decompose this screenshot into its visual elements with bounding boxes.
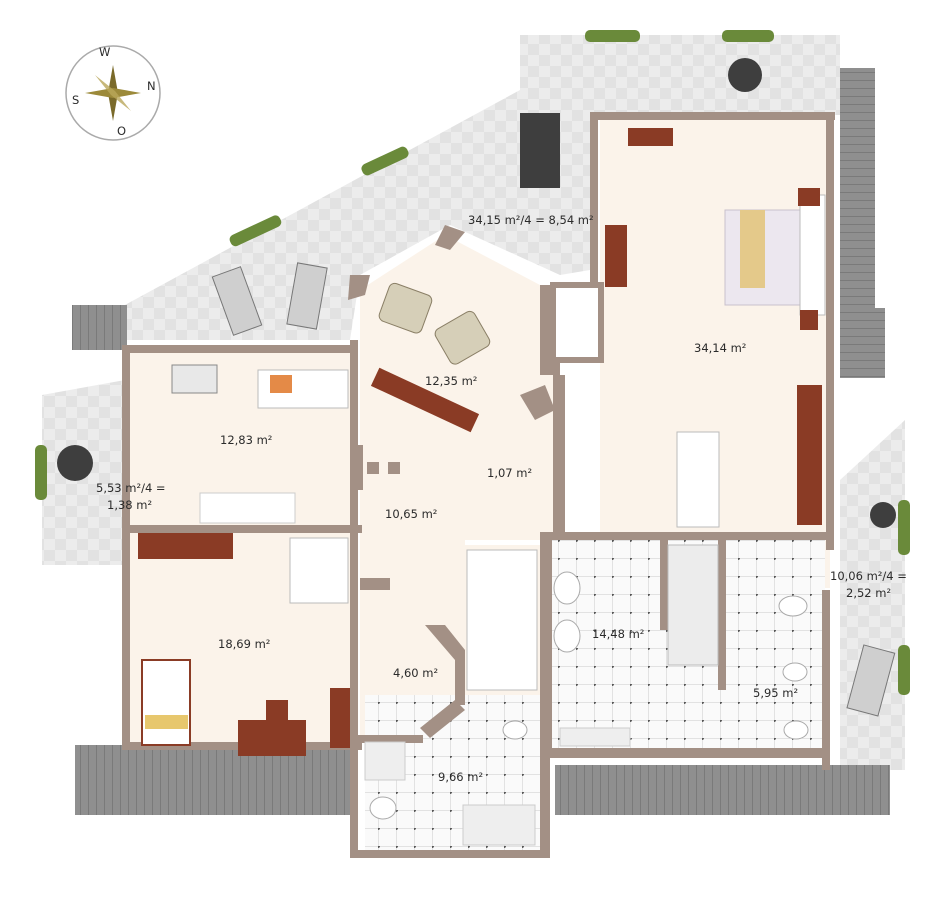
toilet-2 xyxy=(783,720,809,740)
label-room-left: 18,69 m² xyxy=(218,637,270,651)
label-terrace-top: 34,15 m²/4 = 8,54 m² xyxy=(468,213,594,227)
label-balcony-left-line1: 5,53 m²/4 = xyxy=(96,481,166,495)
desk-left xyxy=(238,720,306,756)
bathtub-small xyxy=(462,804,536,846)
desk-bedroom xyxy=(628,128,673,146)
plant-strip-6 xyxy=(898,500,910,555)
dresser xyxy=(138,533,233,559)
toilet-1 xyxy=(782,662,808,682)
plant-strip-7 xyxy=(898,645,910,695)
stairs-upper xyxy=(676,431,720,528)
sideboard xyxy=(370,367,480,433)
compass-west-label: W xyxy=(99,45,110,59)
label-bedroom: 34,14 m² xyxy=(694,341,746,355)
shelf-bedroom xyxy=(605,225,627,287)
label-living: 12,35 m² xyxy=(425,374,477,388)
round-table-top xyxy=(728,58,762,92)
roof-left-edge xyxy=(72,305,127,350)
sink-2 xyxy=(553,619,581,653)
toilet-small xyxy=(502,720,528,740)
label-balcony-right-line2: 2,52 m² xyxy=(846,586,891,600)
compass-south-label: S xyxy=(72,93,79,107)
sunlounger-3 xyxy=(846,644,896,717)
shower-small xyxy=(364,741,406,781)
label-balcony-left-line2: 1,38 m² xyxy=(107,498,152,512)
label-corridor: 4,60 m² xyxy=(393,666,438,680)
plant-strip-2 xyxy=(722,30,774,42)
area-labels: 34,15 m²/4 = 8,54 m² 34,14 m² 12,35 m² 1… xyxy=(96,213,907,784)
roof-right-mid xyxy=(840,308,885,378)
roof-areas xyxy=(72,68,890,815)
shower xyxy=(667,544,719,666)
armchair-2 xyxy=(434,310,491,365)
office-chair xyxy=(270,375,292,393)
roof-right-top xyxy=(840,68,875,308)
terrace-table xyxy=(520,113,560,188)
roof-bottom-left xyxy=(75,745,350,815)
bathtub-main xyxy=(559,727,631,747)
plants xyxy=(35,30,910,695)
bed-blanket xyxy=(740,210,765,288)
office-desk xyxy=(171,364,218,394)
sunlounger-2 xyxy=(286,262,328,330)
stairs-main xyxy=(466,549,538,691)
sunlounger-1 xyxy=(211,266,263,336)
plant-strip-5 xyxy=(35,445,47,500)
sink-1 xyxy=(553,571,581,605)
sink-small xyxy=(369,796,397,820)
stairs-left xyxy=(289,537,349,604)
label-bath-main: 14,48 m² xyxy=(592,627,644,641)
label-wc: 5,95 m² xyxy=(753,686,798,700)
label-office: 12,83 m² xyxy=(220,433,272,447)
compass: W N S O xyxy=(65,45,161,141)
plant-strip-3 xyxy=(361,146,409,176)
roof-bottom-right xyxy=(555,765,890,815)
plant-strip-1 xyxy=(585,30,640,42)
round-table-right xyxy=(870,502,896,528)
label-hall: 10,65 m² xyxy=(385,507,437,521)
label-small-room: 1,07 m² xyxy=(487,466,532,480)
compass-north-label: N xyxy=(147,79,156,93)
armchair-1 xyxy=(378,282,433,334)
wardrobe xyxy=(797,385,822,525)
label-bath-small: 9,66 m² xyxy=(438,770,483,784)
compass-east-label: O xyxy=(117,124,126,138)
sink-3 xyxy=(778,595,808,617)
round-table-left xyxy=(57,445,93,481)
plant-strip-4 xyxy=(229,215,282,247)
label-balcony-right-line1: 10,06 m²/4 = xyxy=(830,569,907,583)
sofa-office xyxy=(199,492,296,524)
furniture xyxy=(57,58,896,846)
single-bed xyxy=(141,659,191,746)
